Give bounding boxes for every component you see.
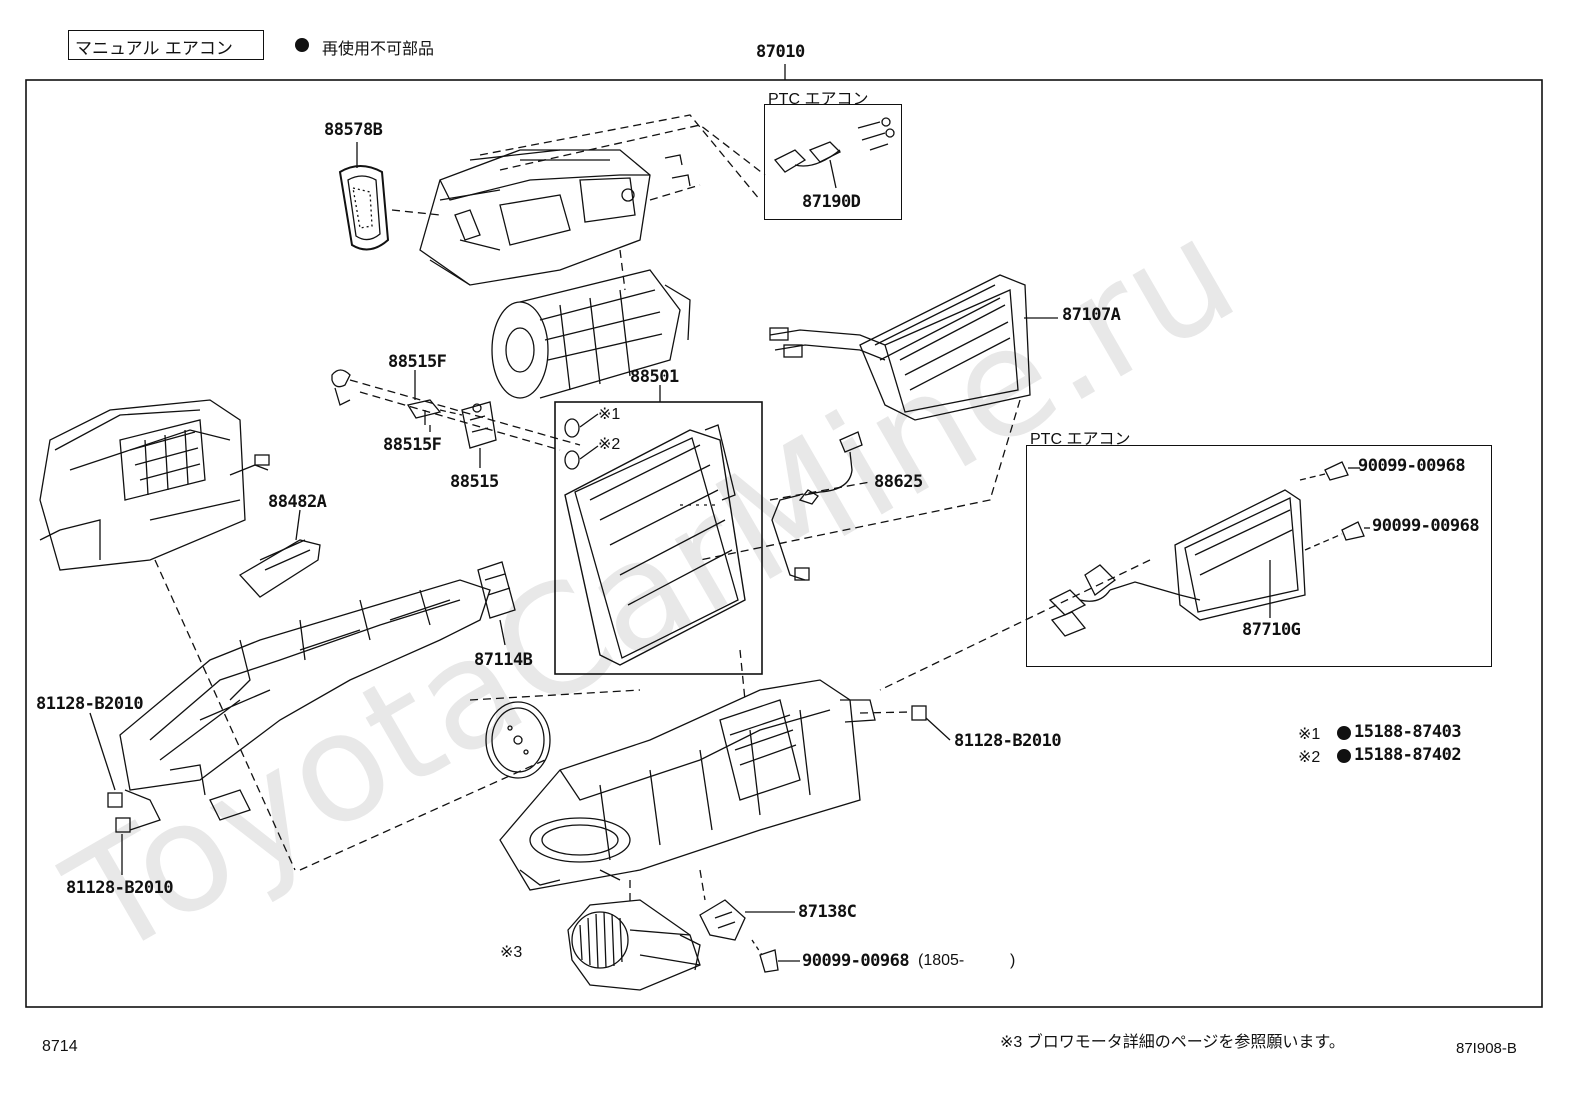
main-frame — [25, 79, 1543, 1008]
ptc-title-2: PTC エアコン — [1030, 431, 1131, 448]
part-81128-left-bottom: 81128-B2010 — [66, 878, 174, 898]
part-87710g: 87710G — [1242, 620, 1301, 640]
non-reusable-label: 再使用不可部品 — [322, 41, 435, 58]
part-90099-lower-note-close: ) — [1010, 952, 1016, 969]
blower-note: ※3 ブロワモータ詳細のページを参照願います。 — [1000, 1034, 1345, 1051]
mode-disc-drawing — [485, 701, 551, 779]
fan-drum-drawing — [491, 269, 691, 399]
part-88482a: 88482A — [268, 492, 327, 512]
part-87107a: 87107A — [1062, 305, 1121, 325]
part-90099-ptc-2: 90099-00968 — [1372, 516, 1480, 536]
actuator-87114b-drawing — [477, 561, 516, 619]
part-87010: 87010 — [756, 42, 805, 62]
note2-mark: ※2 — [1298, 749, 1321, 766]
note2-part: 15188-87402 — [1354, 745, 1462, 765]
resistor-87138c-drawing — [699, 899, 746, 941]
thermistor-drawing — [771, 431, 863, 581]
part-81128-left-top: 81128-B2010 — [36, 694, 144, 714]
part-81128-right: 81128-B2010 — [954, 731, 1062, 751]
note1-mark: ※1 — [1298, 726, 1321, 743]
part-90099-lower: 90099-00968 — [802, 951, 910, 971]
heater-core-drawing — [769, 274, 1031, 421]
non-reusable-dot-icon — [295, 38, 309, 52]
marker-1: ※1 — [598, 406, 621, 423]
lower-duct-drawing — [119, 579, 491, 831]
ptc-box-87710g — [1026, 445, 1492, 667]
lower-case-drawing — [499, 679, 876, 891]
part-88501: 88501 — [630, 367, 679, 387]
part-87114b: 87114B — [474, 650, 533, 670]
expansion-valve-drawing — [461, 401, 497, 449]
evaporator-box — [554, 401, 763, 675]
part-88515f-top: 88515F — [388, 352, 447, 372]
part-88515: 88515 — [450, 472, 499, 492]
upper-case-drawing — [419, 149, 651, 286]
marker-2: ※2 — [598, 436, 621, 453]
part-88515f-bottom: 88515F — [383, 435, 442, 455]
left-unit-drawing — [39, 399, 246, 571]
diagram-id: 87I908-B — [1456, 1040, 1517, 1057]
part-88625: 88625 — [874, 472, 923, 492]
seal-88578b-drawing — [338, 165, 390, 251]
part-88578b: 88578B — [324, 120, 383, 140]
ptc-title-1: PTC エアコン — [768, 91, 869, 108]
part-90099-lower-note: (1805- — [918, 952, 965, 969]
part-87190d: 87190D — [802, 192, 861, 212]
page-code: 8714 — [42, 1038, 78, 1055]
note1-part: 15188-87403 — [1354, 722, 1462, 742]
note2-dot-icon — [1337, 749, 1351, 763]
note1-dot-icon — [1337, 726, 1351, 740]
ptc-heater-87710g-drawing — [1048, 489, 1306, 637]
ptc-box-87190d — [764, 104, 902, 220]
part-87138c: 87138C — [798, 902, 857, 922]
filter-88482a-drawing — [238, 539, 321, 598]
marker-3: ※3 — [500, 944, 523, 961]
ptc-heater-connector-drawing — [773, 117, 895, 173]
legend-box: マニュアル エアコン — [68, 30, 264, 60]
blower-motor-drawing — [567, 899, 701, 991]
evaporator-drawing — [564, 418, 746, 666]
legend-label: マニュアル エアコン — [75, 39, 233, 59]
part-90099-ptc-1: 90099-00968 — [1358, 456, 1466, 476]
